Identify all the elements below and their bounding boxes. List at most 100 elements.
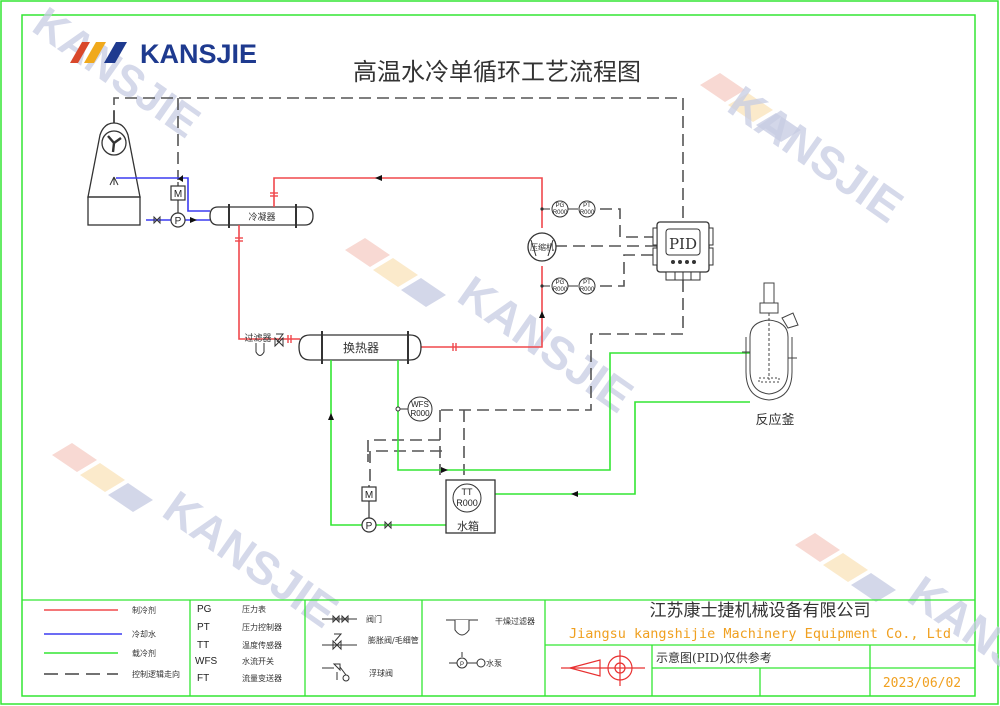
legend-lines: 制冷剂 冷却水 载冷剂 控制逻辑走向 <box>44 605 180 679</box>
cooling-tower <box>87 110 141 226</box>
dry-filter-icon <box>454 620 470 636</box>
secondary-coolant-lines <box>330 352 750 526</box>
filter-label: 过滤器 <box>244 332 271 344</box>
abbr-code: PG <box>197 604 212 615</box>
watermark-3: KANSJIE <box>449 266 642 423</box>
logo-text: KANSJIE <box>140 39 257 69</box>
flow-arrow-icon <box>539 311 545 318</box>
flow-arrow-icon <box>178 175 183 182</box>
valve-icon <box>384 520 392 530</box>
logo-stripe-red <box>70 42 90 63</box>
instrument-wfs: WFS R000 <box>395 396 433 422</box>
abbr-meaning: 压力控制器 <box>242 622 282 632</box>
instrument-pg-bottom: PG R000 <box>540 277 569 295</box>
reactor: 反应釜 <box>742 282 799 428</box>
logo-stripe-orange <box>84 42 106 63</box>
symbol-label: 膨胀阀/毛细管 <box>368 635 419 645</box>
flange-marks <box>235 192 457 351</box>
expansion-valve-icon <box>332 633 343 651</box>
water-tank: TT R000 水箱 <box>445 479 496 534</box>
symbol-label: 浮球阀 <box>369 668 393 678</box>
company-name-cn: 江苏康士捷机械设备有限公司 <box>650 601 871 621</box>
abbr-code: TT <box>197 640 209 651</box>
dry-filter: 过滤器 <box>244 332 284 356</box>
pid-label: PID <box>669 235 697 253</box>
instrument-id: R000 <box>580 287 595 293</box>
motor-label: M <box>174 189 182 200</box>
flow-arrow-icon <box>375 175 382 181</box>
disclaimer-note: 示意图(PID)仅供参考 <box>656 650 772 665</box>
watermark-text: KANSJIE <box>154 481 347 638</box>
symbol-label: 干燥过滤器 <box>495 616 535 626</box>
legend-symbols-right: P 干燥过滤器 水泵 <box>446 616 535 669</box>
legend-symbols-left: 阀门 膨胀阀/毛细管 浮球阀 <box>322 614 419 682</box>
motor-label: M <box>365 490 373 501</box>
heat-exchanger-label: 换热器 <box>343 341 379 355</box>
pump-label: P <box>175 216 182 227</box>
watermark-4: KANSJIE <box>154 481 347 638</box>
abbr-code: WFS <box>195 656 218 667</box>
condenser-label: 冷凝器 <box>248 211 275 223</box>
flow-arrow-icon <box>441 467 448 473</box>
motor-icon <box>170 185 186 201</box>
compressor: 压缩机 <box>527 232 557 262</box>
expansion-valve-icon <box>274 333 284 348</box>
pump-label: P <box>460 662 464 668</box>
abbr-meaning: 压力表 <box>242 604 266 614</box>
flow-arrow-icon <box>328 413 334 420</box>
pump-icon <box>170 212 186 228</box>
watermark-stripes-3 <box>52 443 153 512</box>
abbr-meaning: 流量变送器 <box>242 673 282 683</box>
instrument-tag: PG <box>556 280 565 286</box>
instrument-id: R000 <box>580 210 595 216</box>
valve-icon <box>332 614 340 624</box>
watermark-text: KANSJIE <box>449 266 642 423</box>
instrument-id: R000 <box>410 409 430 418</box>
legend-abbreviations: PG 压力表 PT 压力控制器 TT 温度传感器 WFS 水流开关 FT 流量变… <box>195 604 282 684</box>
projection-symbol-icon <box>561 650 645 686</box>
abbr-meaning: 温度传感器 <box>242 640 282 650</box>
motor-icon <box>361 486 377 502</box>
title-block-grid <box>22 599 975 696</box>
watermark-text: KANSJIE <box>24 0 208 148</box>
pid-controller: PID <box>652 221 714 281</box>
motor-icon <box>476 658 486 668</box>
valve-icon <box>153 215 161 225</box>
instrument-id: R000 <box>456 498 478 508</box>
control-lines <box>113 97 684 485</box>
reactor-label: 反应釜 <box>755 412 794 428</box>
flow-arrow-icon <box>571 491 578 497</box>
instrument-pt-top: PT R000 <box>568 200 596 218</box>
symbol-label: 水泵 <box>486 658 502 668</box>
instrument-pt-bottom: PT R000 <box>568 277 596 295</box>
abbr-code: PT <box>197 622 210 633</box>
instrument-pg-top: PG R000 <box>540 200 569 218</box>
cooling-water-lines <box>116 177 210 221</box>
flow-arrow-icon <box>190 217 197 223</box>
watermark-1: KANSJIE <box>24 0 208 148</box>
watermark-stripes-4 <box>795 533 896 602</box>
legend-label: 冷却水 <box>132 629 156 639</box>
instrument-id: R000 <box>553 210 568 216</box>
watermark-stripes-1 <box>700 73 801 142</box>
instrument-tag: PT <box>583 203 591 209</box>
page-title: 高温水冷单循环工艺流程图 <box>353 58 641 86</box>
company-name-en: Jiangsu kangshijie Machinery Equipment C… <box>569 626 951 642</box>
legend-label: 载冷剂 <box>132 648 156 658</box>
watermark-stripes-2 <box>345 238 446 307</box>
instrument-tag: WFS <box>411 400 429 409</box>
pump-label: P <box>366 521 373 532</box>
abbr-code: FT <box>197 673 209 684</box>
inner-frame <box>21 14 976 697</box>
fan-icon <box>101 130 127 156</box>
watermark-2: KANSJIE <box>719 76 912 233</box>
drawing-date: 2023/06/02 <box>883 676 961 691</box>
company-block: 江苏康士捷机械设备有限公司 Jiangsu kangshijie Machine… <box>561 601 961 691</box>
abbr-meaning: 水流开关 <box>242 656 274 666</box>
heat-exchanger: 换热器 <box>298 331 422 364</box>
condenser: 冷凝器 <box>209 204 314 228</box>
legend-label: 制冷剂 <box>132 605 156 615</box>
pump-icon <box>361 517 377 533</box>
